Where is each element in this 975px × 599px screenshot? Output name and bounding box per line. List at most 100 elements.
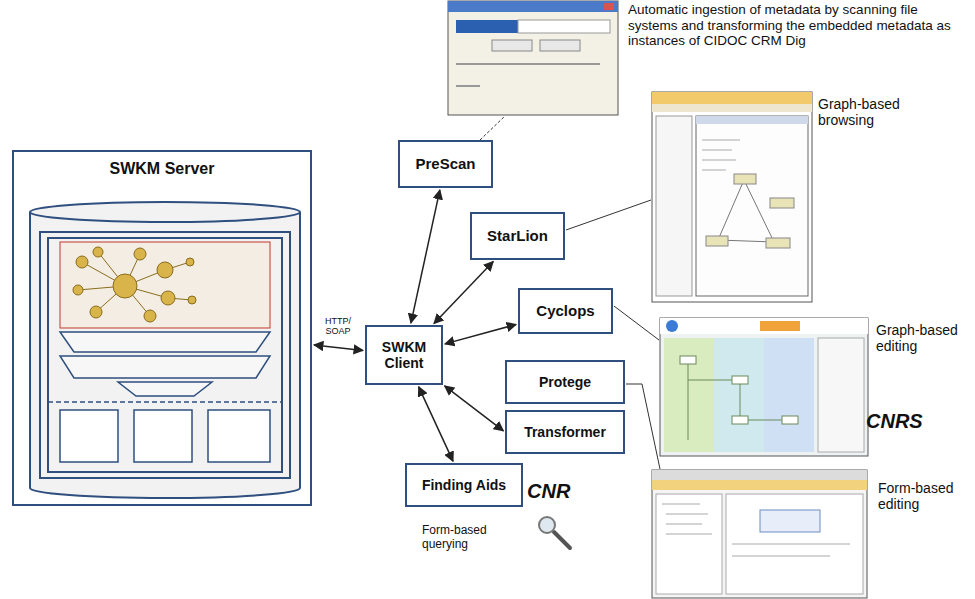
starlion-screenshot bbox=[766, 238, 790, 248]
partner-name: CNR bbox=[527, 480, 577, 503]
starlion-screenshot bbox=[734, 174, 756, 184]
starlion-screenshot bbox=[706, 174, 794, 248]
cyclops-screenshot bbox=[660, 318, 868, 456]
node-label: Protege bbox=[539, 374, 591, 390]
client-box: SWKM Client bbox=[365, 325, 443, 385]
starlion-screenshot bbox=[702, 170, 726, 171]
prescan-screenshot bbox=[540, 40, 580, 51]
prescan-screenshot bbox=[492, 40, 532, 51]
server-frame bbox=[40, 232, 290, 478]
protege-screenshot bbox=[666, 524, 702, 525]
protege-screenshot bbox=[652, 470, 867, 480]
graph-panel bbox=[90, 306, 102, 318]
graph-panel bbox=[188, 296, 196, 304]
annotation-note: Automatic ingestion of metadata by scann… bbox=[628, 2, 968, 49]
storage-modules bbox=[208, 410, 270, 462]
graph-panel bbox=[73, 285, 83, 295]
starlion-screenshot bbox=[702, 140, 740, 170]
starlion-screenshot bbox=[696, 116, 808, 124]
node-label: SWKM Server bbox=[110, 160, 215, 178]
cyclops-screenshot bbox=[764, 338, 814, 452]
storage-modules bbox=[60, 410, 270, 462]
starlion-screenshot bbox=[702, 140, 740, 141]
leader-line bbox=[480, 116, 660, 469]
graph-panel bbox=[73, 247, 196, 322]
protege-screenshot bbox=[656, 494, 722, 594]
cyclops-screenshot bbox=[760, 321, 800, 331]
connector-arrow bbox=[419, 387, 453, 461]
protege-screenshot bbox=[652, 470, 867, 598]
magnifier-icon bbox=[539, 517, 555, 533]
cyclops-screenshot bbox=[680, 356, 696, 364]
database-cylinder bbox=[30, 202, 300, 222]
storage-modules bbox=[60, 410, 118, 462]
graph-panel bbox=[157, 262, 173, 278]
tool-box: PreScan bbox=[398, 140, 493, 188]
node-label: PreScan bbox=[415, 155, 475, 172]
magnifier-icon bbox=[554, 532, 570, 548]
prescan-screenshot bbox=[518, 20, 610, 33]
graph-panel bbox=[93, 247, 103, 257]
annotation-note: Graph-based browsing bbox=[818, 96, 928, 128]
layer-slabs bbox=[60, 332, 270, 396]
protege-screenshot bbox=[652, 480, 867, 490]
graph-panel bbox=[161, 291, 175, 305]
annotation-note: Form-based querying bbox=[422, 524, 508, 552]
starlion-screenshot bbox=[652, 92, 812, 302]
protege-screenshot bbox=[732, 556, 830, 557]
magnifier-icon bbox=[539, 517, 570, 548]
graph-panel bbox=[186, 258, 194, 266]
starlion-screenshot bbox=[652, 92, 812, 104]
graph-panel bbox=[113, 274, 137, 298]
leader-line bbox=[566, 200, 651, 230]
tool-box: Cyclops bbox=[518, 288, 613, 334]
connector-arrow bbox=[314, 345, 363, 350]
leader-line bbox=[614, 306, 659, 340]
starlion-screenshot bbox=[652, 92, 812, 302]
protege-screenshot bbox=[726, 494, 863, 594]
annotation-note: Graph-based editing bbox=[876, 322, 972, 354]
tool-box: StarLion bbox=[470, 212, 565, 260]
prescan-screenshot bbox=[448, 1, 618, 12]
layer-slabs bbox=[60, 356, 270, 378]
starlion-screenshot bbox=[702, 160, 736, 161]
graph-panel bbox=[60, 242, 270, 328]
partner-name: CNRS bbox=[866, 410, 936, 433]
annotation-note: Form-based editing bbox=[878, 480, 968, 512]
cyclops-screenshot bbox=[688, 360, 689, 440]
starlion-screenshot bbox=[702, 150, 732, 151]
protege-screenshot bbox=[666, 514, 708, 515]
cyclops-screenshot bbox=[740, 380, 741, 420]
cyclops-screenshot bbox=[732, 376, 748, 384]
protege-screenshot bbox=[652, 470, 867, 598]
cyclops-screenshot bbox=[660, 318, 868, 334]
starlion-screenshot bbox=[770, 198, 794, 208]
starlion-screenshot bbox=[718, 180, 744, 240]
cyclops-screenshot bbox=[666, 320, 678, 332]
protege-screenshot bbox=[760, 510, 820, 532]
graph-panel bbox=[76, 256, 88, 268]
cyclops-screenshot bbox=[680, 356, 798, 440]
node-label: SWKM Client bbox=[373, 339, 435, 371]
layer-slabs bbox=[118, 382, 212, 396]
edge-label: HTTP/ SOAP bbox=[320, 316, 356, 337]
protege-screenshot bbox=[666, 534, 712, 535]
storage-modules bbox=[48, 401, 282, 403]
prescan-screenshot bbox=[456, 20, 518, 33]
protege-screenshot bbox=[662, 504, 700, 505]
starlion-screenshot bbox=[652, 104, 812, 112]
starlion-screenshot bbox=[706, 236, 728, 246]
prescan-screenshot bbox=[456, 63, 600, 65]
layer-slabs bbox=[60, 332, 270, 352]
starlion-screenshot bbox=[656, 116, 692, 296]
storage-modules bbox=[48, 402, 282, 462]
database-cylinder bbox=[30, 202, 300, 498]
cyclops-screenshot bbox=[782, 416, 798, 424]
connector-arrow bbox=[445, 386, 504, 431]
leader-line bbox=[480, 116, 505, 140]
protege-screenshot bbox=[662, 504, 850, 556]
starlion-screenshot bbox=[718, 180, 774, 242]
graph-panel bbox=[144, 310, 156, 322]
cyclops-screenshot bbox=[664, 338, 714, 452]
